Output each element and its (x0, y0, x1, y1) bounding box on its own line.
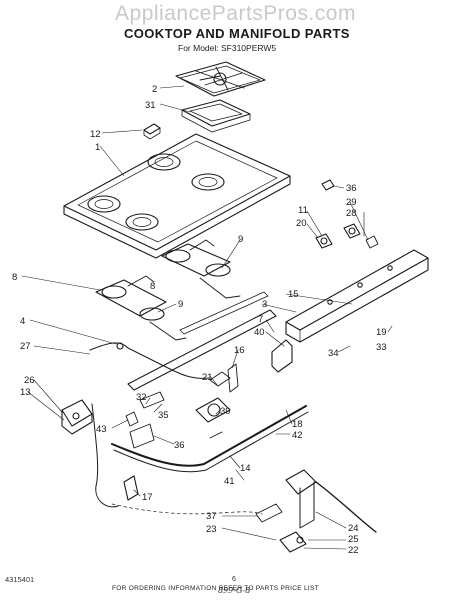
callout: 22 (348, 545, 359, 556)
callout: 19 (376, 327, 387, 338)
bottom-valve-drawing (255, 469, 377, 553)
callout: 16 (234, 345, 245, 356)
regulator-drawing (61, 342, 211, 508)
callout: 26 (24, 375, 35, 386)
front-burners-drawing (95, 275, 187, 341)
callout: 34 (328, 348, 339, 359)
callout: 2 (152, 84, 157, 95)
callout: 21 (202, 372, 213, 383)
valve-knobs-drawing (315, 223, 379, 249)
rear-burners-drawing (161, 239, 241, 299)
callout: 28 (346, 208, 357, 219)
bracket-drawing (143, 123, 161, 140)
callout: 17 (142, 492, 153, 503)
callout: 36 (174, 440, 185, 451)
callout: 18 (292, 419, 303, 430)
cooktop-drawing (63, 133, 291, 259)
clip-drawing (321, 179, 335, 191)
callout: 7 (258, 314, 263, 325)
burner-brace-drawing (127, 291, 277, 391)
callout: 43 (96, 424, 107, 435)
callout: 40 (254, 327, 265, 338)
callout: 35 (158, 410, 169, 421)
callout: 4 (20, 316, 25, 327)
callout: 29 (346, 197, 357, 208)
callout: 37 (206, 511, 217, 522)
callout: 9 (238, 234, 243, 245)
callout: 23 (206, 524, 217, 535)
manifold-rail-drawing (285, 249, 429, 343)
callout: 8 (150, 281, 155, 292)
page-number: 6 (232, 576, 236, 583)
callout: 42 (292, 430, 303, 441)
support-bracket-drawing (123, 475, 139, 501)
callout: 15 (288, 289, 299, 300)
callout: 36 (346, 183, 357, 194)
callout: 12 (90, 129, 101, 140)
watermark: AppliancePartsPros.com (115, 2, 356, 25)
document-number: 4315401 (5, 575, 35, 584)
model-subtitle: For Model: SF310PERW5 (178, 43, 277, 53)
callout: 41 (224, 476, 235, 487)
callout: 32 (136, 392, 147, 403)
handwritten-code: 899-G-8 (218, 586, 251, 595)
center-valve-drawing (125, 363, 239, 449)
gas-tube-drawing (111, 405, 309, 473)
ordering-info-footer: FOR ORDERING INFORMATION REFER TO PARTS … (112, 585, 319, 592)
callout: 11 (298, 205, 308, 216)
callout: 9 (178, 299, 183, 310)
callout: 3 (262, 299, 267, 310)
page-title: COOKTOP AND MANIFOLD PARTS (124, 26, 350, 41)
callout: 1 (95, 142, 100, 153)
callout: 25 (348, 534, 359, 545)
callout: 13 (20, 387, 31, 398)
callout: 27 (20, 341, 31, 352)
callout: 14 (240, 463, 251, 474)
grate-drawing (175, 61, 266, 97)
callout-labels: 2 31 12 1 36 29 11 28 20 9 8 9 8 15 4 7 … (12, 84, 387, 556)
callout: 24 (348, 523, 359, 534)
callout: 8 (12, 272, 17, 283)
callout: 31 (145, 100, 156, 111)
callout: 39 (220, 406, 231, 417)
callout: 20 (296, 218, 307, 229)
burner-box-drawing (181, 99, 251, 133)
callout: 33 (376, 342, 387, 353)
valve-bracket-drawing (271, 339, 293, 373)
